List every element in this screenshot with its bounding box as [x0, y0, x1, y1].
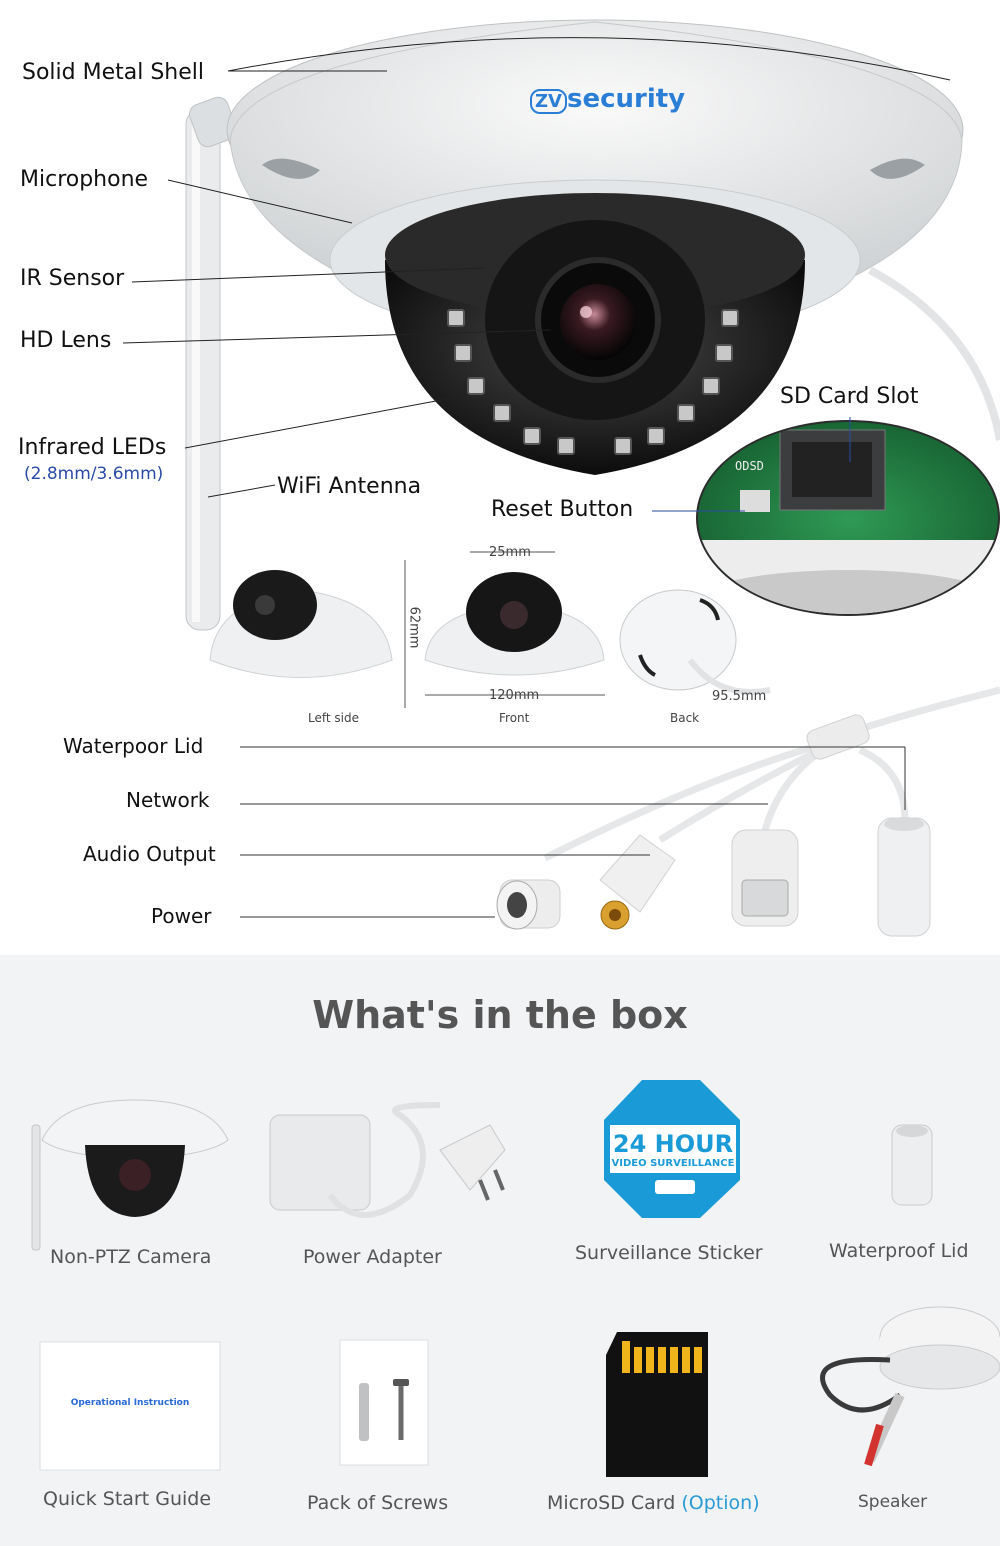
label-waterproof-lid: Waterpoor Lid — [63, 734, 204, 758]
surveillance-sticker-icon: 24 HOUR VIDEO SURVEILLANCE — [604, 1080, 740, 1218]
box-item-lid: Waterproof Lid — [829, 1240, 969, 1262]
rca-plug-icon — [599, 834, 676, 930]
waterproof-lid-icon — [877, 817, 931, 937]
box-item-guide: Quick Start Guide — [43, 1488, 212, 1510]
dim-width: 120mm — [489, 688, 540, 703]
label-infrared-leds: Infrared LEDs — [18, 435, 167, 460]
dim-top-width: 25mm — [489, 545, 531, 560]
dim-back-diameter: 95.5mm — [712, 689, 767, 704]
box-items-illustration: 24 HOUR VIDEO SURVEILLANCE Operational I… — [31, 1080, 1000, 1477]
box-item-sticker: Surveillance Sticker — [575, 1242, 763, 1264]
back-view — [619, 589, 771, 695]
box-item-speaker: Speaker — [858, 1492, 928, 1512]
power-adapter-icon — [269, 1102, 506, 1218]
box-item-screws: Pack of Screws — [307, 1492, 449, 1514]
antenna-icon — [185, 96, 238, 631]
power-plug-icon — [496, 879, 561, 930]
speaker-icon — [820, 1306, 1000, 1467]
label-microphone: Microphone — [20, 167, 149, 192]
network-plug-icon — [731, 829, 799, 927]
brand-logo-text: security — [566, 84, 686, 114]
dim-height: 62mm — [406, 606, 422, 649]
brand-logo-mark: ZV — [530, 89, 567, 114]
sd-card-closeup: ODSD — [696, 420, 1000, 616]
dome-camera-icon — [226, 19, 964, 475]
label-reset-button: Reset Button — [491, 497, 634, 522]
label-lens-sizes: (2.8mm/3.6mm) — [24, 464, 164, 484]
waterproof-lid-box-icon — [891, 1124, 933, 1206]
microsd-label: MicroSD Card — [547, 1492, 676, 1514]
label-solid-metal-shell: Solid Metal Shell — [22, 60, 205, 85]
label-wifi-antenna: WiFi Antenna — [277, 474, 422, 499]
camera-diagram-illustration: ODSD — [122, 19, 1000, 937]
box-item-adapter: Power Adapter — [303, 1246, 442, 1268]
label-hd-lens: HD Lens — [20, 328, 112, 353]
box-contents-section: What's in the box 24 HOUR VIDEO SURVEILL… — [0, 955, 1000, 1546]
sticker-hours: 24 HOUR — [613, 1130, 733, 1158]
label-network: Network — [126, 788, 210, 812]
label-power: Power — [151, 904, 212, 928]
label-audio-output: Audio Output — [83, 842, 216, 866]
microsd-card-icon — [606, 1332, 708, 1477]
mini-camera-icon — [31, 1099, 229, 1251]
box-title: What's in the box — [312, 993, 688, 1037]
label-ir-sensor: IR Sensor — [20, 266, 125, 291]
box-item-camera: Non-PTZ Camera — [50, 1246, 212, 1268]
guide-text: Operational Instruction — [71, 1398, 190, 1408]
label-sd-card-slot: SD Card Slot — [780, 384, 919, 409]
front-view — [424, 572, 605, 676]
screws-pack-icon — [339, 1339, 429, 1466]
view-caption-front: Front — [499, 711, 530, 725]
svg-text:ODSD: ODSD — [735, 459, 764, 473]
product-diagram: ODSD — [18, 19, 1000, 937]
microsd-option: (Option) — [681, 1492, 760, 1514]
view-caption-left: Left side — [308, 711, 359, 725]
quick-start-guide-icon: Operational Instruction — [39, 1341, 221, 1471]
view-caption-back: Back — [670, 711, 700, 725]
left-side-view — [209, 570, 393, 678]
box-item-microsd: MicroSD Card (Option) — [547, 1492, 760, 1514]
sticker-text: VIDEO SURVEILLANCE — [612, 1158, 735, 1169]
